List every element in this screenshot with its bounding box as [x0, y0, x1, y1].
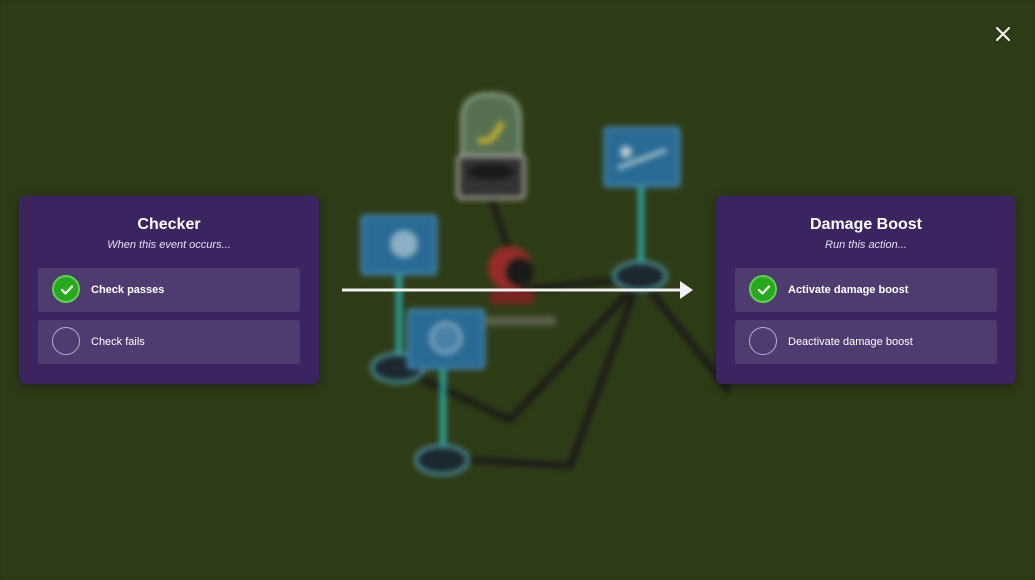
damage-boost-action-panel: Damage Boost Run this action... Activate…: [716, 196, 1016, 384]
option-label: Check passes: [91, 284, 165, 296]
checkmark-icon: [60, 285, 74, 295]
checker-subtitle: When this event occurs...: [107, 239, 231, 251]
damage-boost-subtitle: Run this action...: [825, 239, 907, 251]
checker-event-panel: Checker When this event occurs... Check …: [19, 196, 319, 384]
unselected-radio: [749, 327, 777, 355]
option-deactivate-damage-boost[interactable]: Deactivate damage boost: [735, 320, 997, 364]
option-label: Deactivate damage boost: [788, 336, 913, 348]
close-button[interactable]: [990, 21, 1016, 47]
close-icon: [996, 27, 1010, 41]
checkmark-icon: [757, 285, 771, 295]
option-check-passes[interactable]: Check passes: [38, 268, 300, 312]
option-check-fails[interactable]: Check fails: [38, 320, 300, 364]
damage-boost-title: Damage Boost: [809, 216, 923, 233]
checker-title: Checker: [137, 216, 201, 233]
option-label: Check fails: [91, 336, 145, 348]
option-activate-damage-boost[interactable]: Activate damage boost: [735, 268, 997, 312]
option-label: Activate damage boost: [788, 284, 909, 296]
unselected-radio: [52, 327, 80, 355]
arrow-right-icon: [342, 281, 693, 299]
selected-radio: [52, 275, 80, 303]
selected-radio: [749, 275, 777, 303]
